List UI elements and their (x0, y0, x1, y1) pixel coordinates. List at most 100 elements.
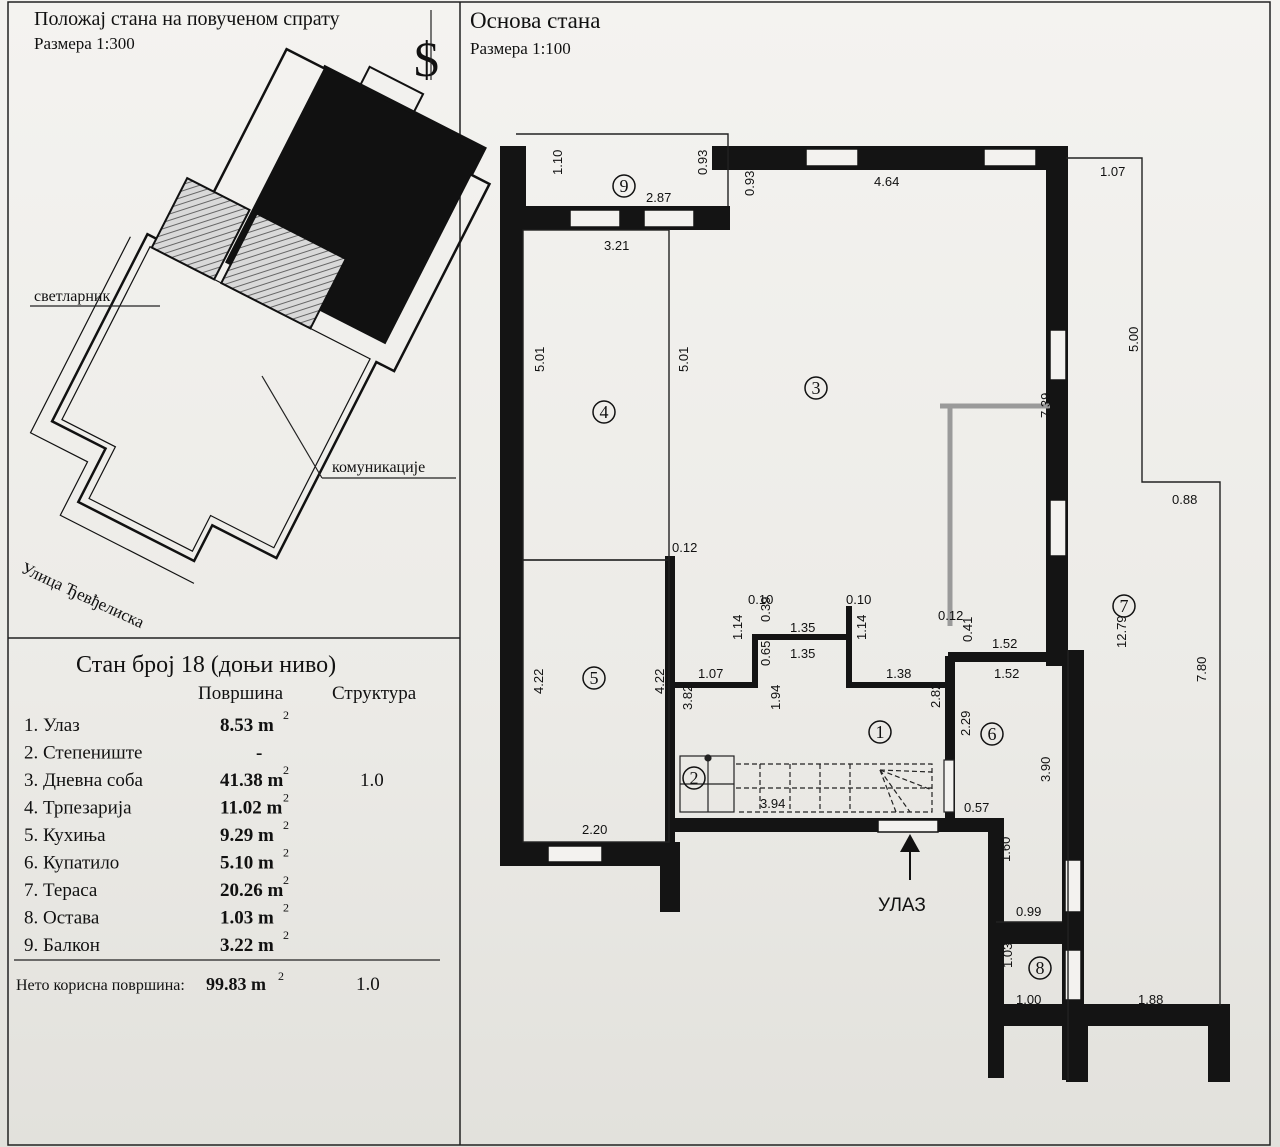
total-value: 99.83 m (206, 974, 266, 994)
dimension-d-1-07: 1.07 (1100, 164, 1125, 179)
dimension-d-2-20: 2.20 (582, 822, 607, 837)
dimension-d-1-94: 1.94 (768, 685, 783, 710)
table-row: 6. Купатило 5.10 m 2 (24, 846, 289, 874)
room-structure: 1.0 (360, 770, 384, 791)
room-name: 9. Балкон (24, 935, 100, 956)
col-area-header: Површина (198, 683, 284, 704)
dimension-d-0-88: 0.88 (1172, 492, 1197, 507)
dimension-d-1-88: 1.88 (1138, 992, 1163, 1007)
table-title: Стан број 18 (доњи ниво) (76, 652, 336, 678)
dimension-d-2-82: 2.82 (928, 683, 943, 708)
room-number-label: 3 (812, 378, 821, 398)
room-number-label: 7 (1120, 596, 1129, 616)
dimension-d-0-65: 0.65 (758, 641, 773, 666)
table-row: 2. Степениште- (24, 743, 262, 764)
room-name: 6. Купатило (24, 853, 119, 874)
area-table: Стан број 18 (доњи ниво) Површина Структ… (14, 652, 440, 995)
dimension-d-1-00: 1.00 (1016, 992, 1041, 1007)
entrance-label: УЛАЗ (878, 895, 926, 916)
dimension-d-0-12b: 0.12 (938, 608, 963, 623)
room-number-8: 8 (1028, 956, 1052, 980)
thin-lines (516, 133, 1221, 1080)
dimension-d-5-01a: 5.01 (532, 347, 547, 372)
communication-hatch (219, 212, 348, 330)
dimension-d-0-10a: 0.10 (748, 592, 773, 607)
dimension-d-4-22b: 4.22 (652, 669, 667, 694)
table-row: 8. Остава 1.03 m 2 (24, 901, 289, 929)
dimension-d-0-57: 0.57 (964, 800, 989, 815)
dimension-d-1-14a: 1.14 (730, 615, 745, 640)
window-right-3 (1064, 859, 1082, 913)
dimension-d-0-99: 0.99 (1016, 904, 1041, 919)
staircase (679, 754, 955, 813)
street-name: Улица Ђевђелиска (18, 558, 147, 632)
dimension-d-1-35b: 1.35 (790, 646, 815, 661)
window-kitchen (547, 845, 603, 863)
area-unit-sup: 2 (283, 846, 289, 860)
north-arrow-icon: $ (414, 31, 439, 87)
room-area: - (256, 743, 262, 764)
lightwell-hatch (150, 176, 251, 281)
room-name: 4. Трпезарија (24, 798, 132, 819)
room-number-5: 5 (582, 666, 606, 690)
dimension-d-12-79: 12.79 (1114, 615, 1129, 648)
dimension-d-3-82: 3.82 (680, 685, 695, 710)
room-number-7: 7 (1112, 594, 1136, 618)
room-number-9: 9 (612, 174, 636, 198)
dimension-d-3-21: 3.21 (604, 238, 629, 253)
room-area: 5.10 m (220, 853, 274, 874)
room-number-label: 5 (590, 668, 599, 688)
room-area: 20.26 m (220, 880, 284, 901)
dimension-d-1-07b: 1.07 (698, 666, 723, 681)
dimension-d-1-52b: 1.52 (994, 666, 1019, 681)
building-outline (29, 47, 492, 584)
window-top-1 (805, 148, 859, 167)
room-area: 8.53 m (220, 715, 274, 736)
total-label: Нето корисна површина: (16, 977, 185, 994)
site-scale: Размера 1:300 (34, 34, 135, 53)
col-structure-header: Структура (332, 683, 417, 704)
dimension-d-4-64: 4.64 (874, 174, 899, 189)
room-number-label: 4 (600, 402, 609, 422)
entrance-door (877, 819, 939, 833)
site-panel: Положај стана на повученом спрату Размер… (18, 8, 492, 632)
dimension-d-1-60: 1.60 (998, 837, 1013, 862)
dimension-d-1-38: 1.38 (886, 666, 911, 681)
window-right-4 (1064, 949, 1082, 1001)
site-title: Положај стана на повученом спрату (34, 8, 340, 30)
entrance-arrow-icon (900, 834, 920, 880)
dimension-d-2-29: 2.29 (958, 711, 973, 736)
dimension-d-0-93a: 0.93 (695, 150, 710, 175)
room-area: 41.38 m (220, 770, 284, 791)
area-unit-sup: 2 (283, 901, 289, 915)
room-area: 11.02 m (220, 798, 282, 819)
dimension-d-5-00: 5.00 (1126, 327, 1141, 352)
room-area: 1.03 m (220, 908, 274, 929)
dimension-d-7-80: 7.80 (1194, 657, 1209, 682)
room-name: 1. Улаз (24, 715, 80, 736)
table-rows: 1. Улаз 8.53 m 2 2. Степениште- 3. Дневна со… (24, 708, 384, 956)
total-structure: 1.0 (356, 974, 380, 995)
window-balcony-2 (643, 209, 695, 228)
dimension-d-4-22a: 4.22 (531, 669, 546, 694)
dimension-d-0-39: 0.39 (758, 597, 773, 622)
dimension-d-1-03: 1.03 (1000, 943, 1015, 968)
room-name: 8. Остава (24, 908, 100, 929)
room-number-1: 1 (868, 720, 892, 744)
label-lightwell: светларник (34, 288, 110, 305)
room-name: 3. Дневна соба (24, 770, 143, 791)
dimension-d-1-52a: 1.52 (992, 636, 1017, 651)
grey-partition (940, 403, 1050, 626)
room-number-2: 2 (682, 766, 706, 790)
dimension-d-0-41: 0.41 (960, 617, 975, 642)
total-sup: 2 (278, 969, 284, 983)
room-area: 3.22 m (220, 935, 274, 956)
label-communication: комуникације (332, 459, 425, 476)
